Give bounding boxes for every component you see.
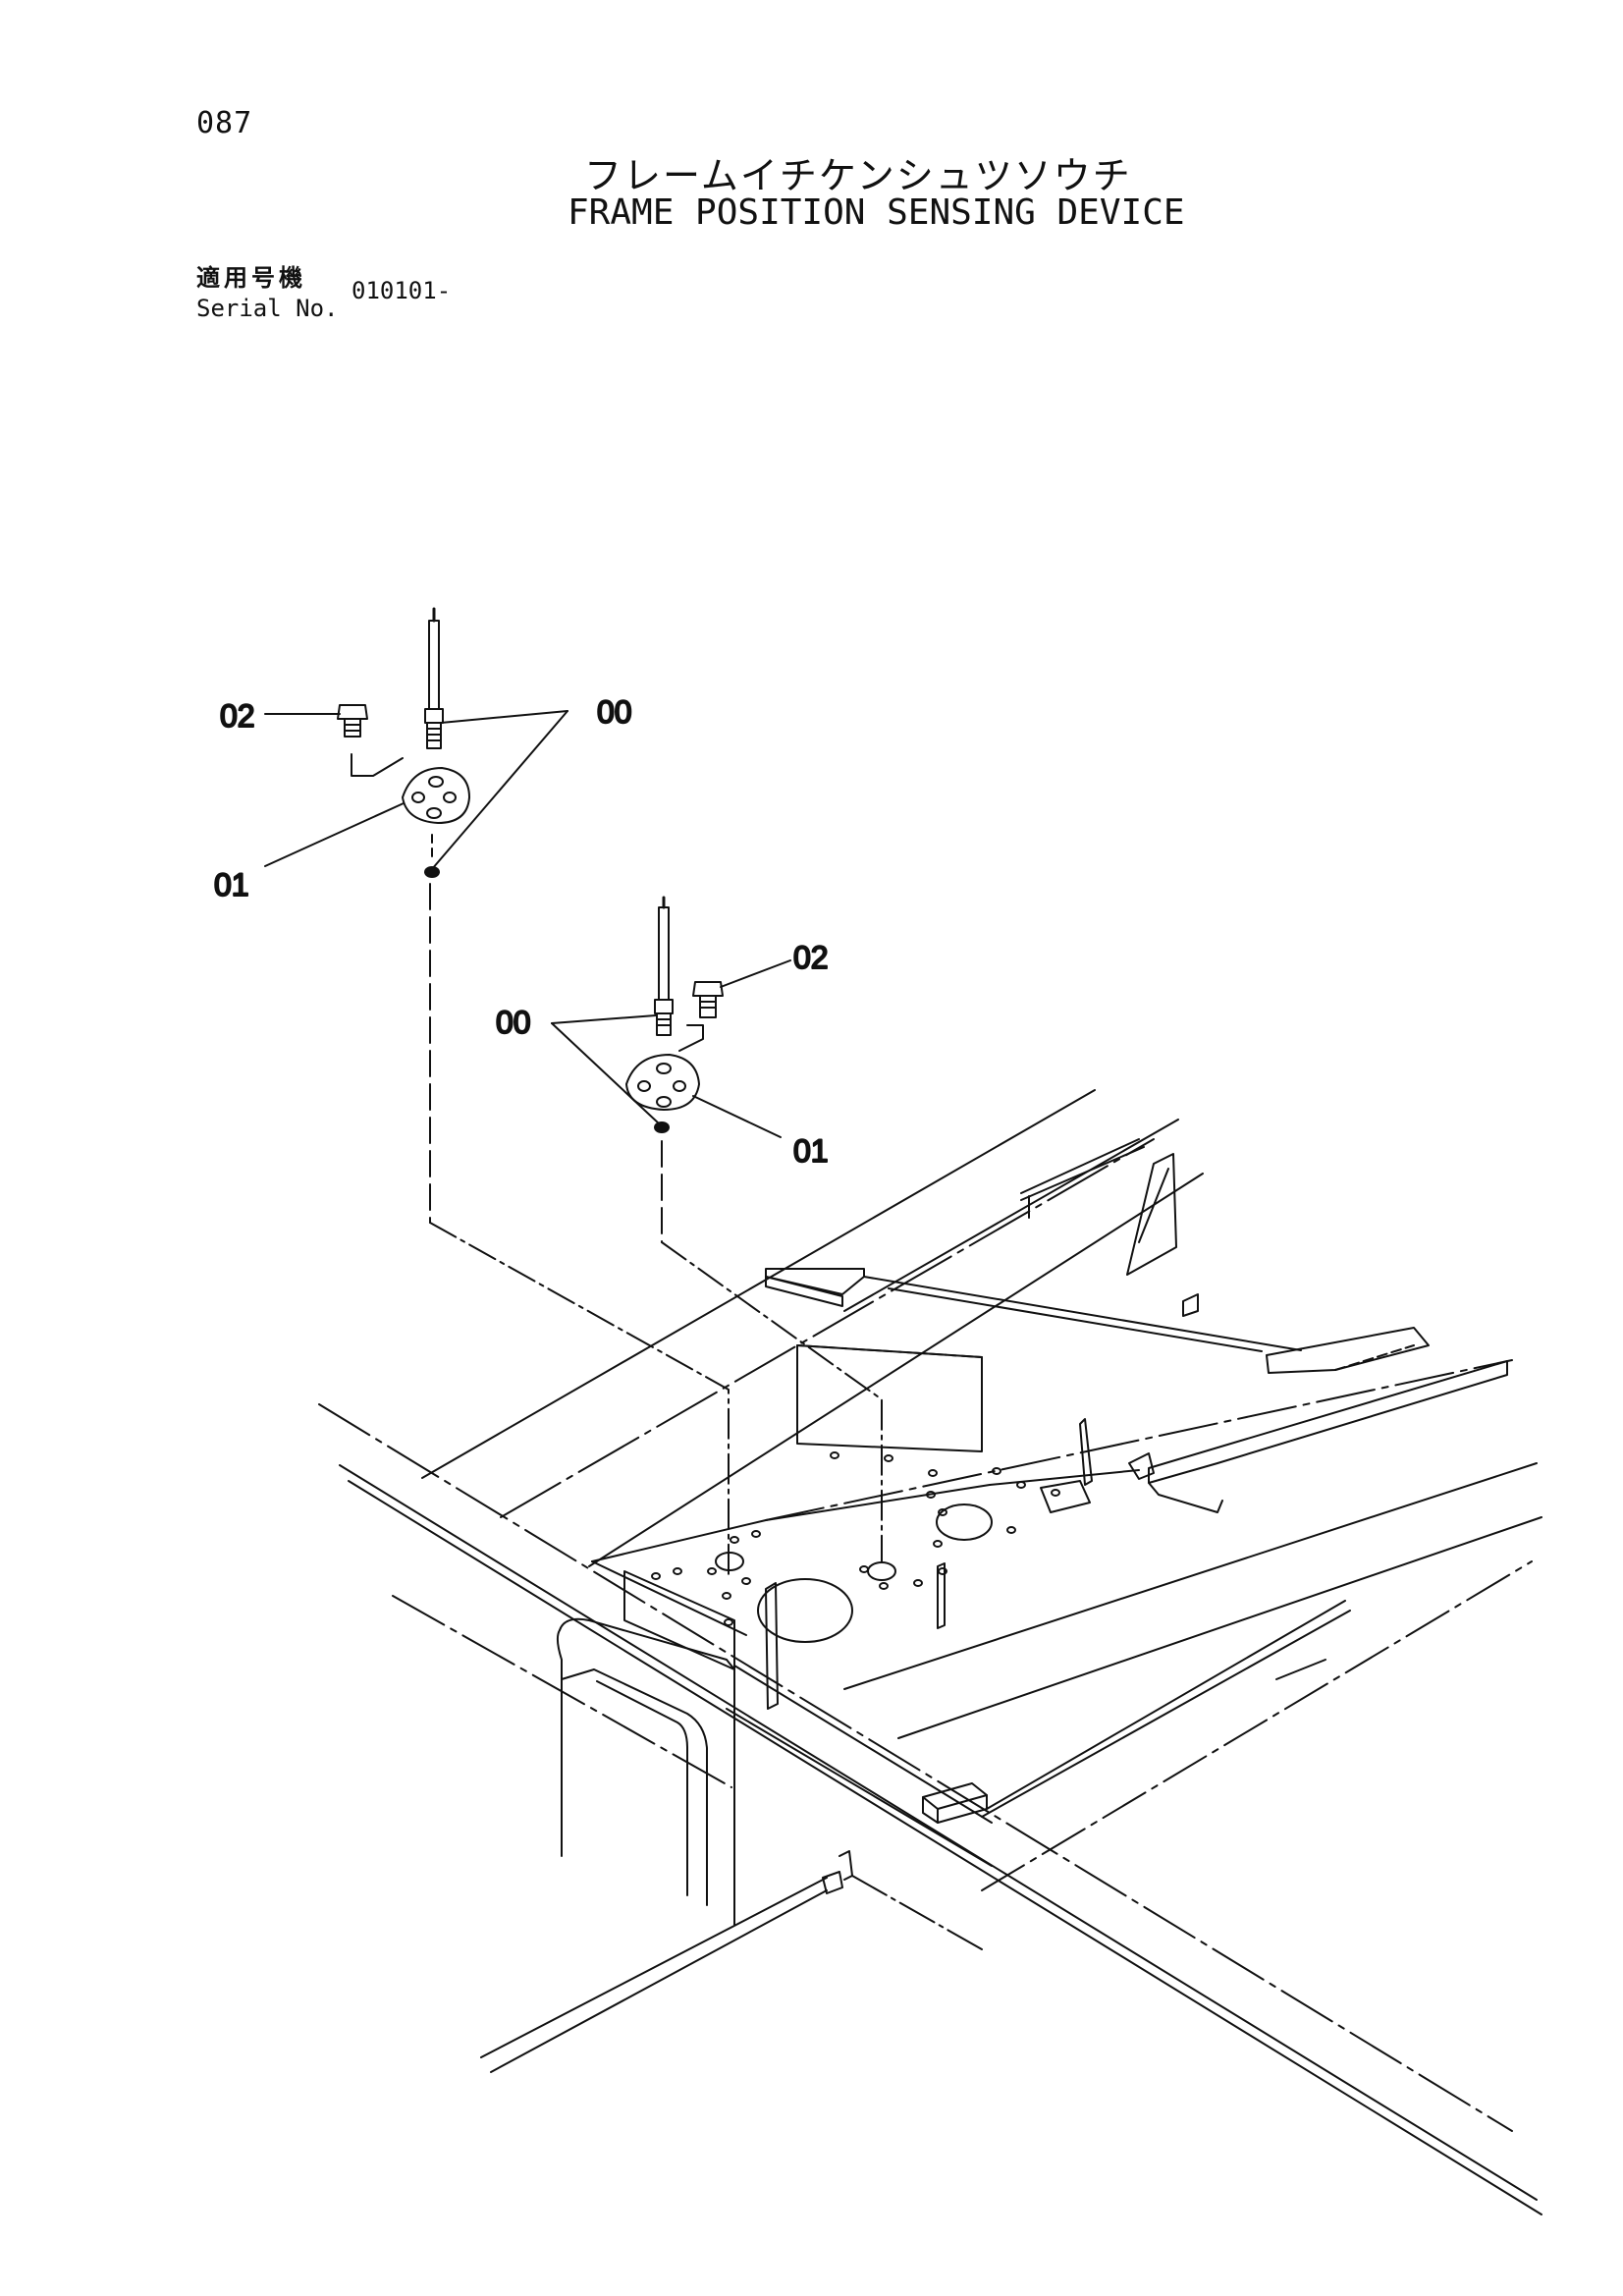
- upper-nut: [424, 866, 440, 878]
- callout-upper-02: 02: [220, 698, 255, 734]
- upper-proximity-sensor: [424, 607, 444, 749]
- serial-label-japanese: 適用号機: [196, 264, 306, 292]
- callout-upper-01: 01: [214, 867, 249, 902]
- title-english: FRAME POSITION SENSING DEVICE: [568, 192, 1185, 233]
- floor-holes: [651, 1451, 1060, 1643]
- callout-lower-00: 00: [496, 1005, 531, 1040]
- upper-bracket-plate: [402, 767, 470, 824]
- lower-bracket-plate: [625, 1054, 700, 1111]
- lower-bolt: [692, 959, 791, 1018]
- callout-lower-02: 02: [793, 940, 829, 975]
- title-japanese: フレームイチケンシュツソウチ: [584, 154, 1132, 197]
- lower-proximity-sensor: [654, 896, 674, 1036]
- frame-structure: [318, 1089, 1542, 2215]
- serial-number-value: 010101-: [352, 277, 452, 304]
- upper-sensor-assembly: [264, 607, 568, 1224]
- callout-upper-00: 00: [597, 694, 632, 730]
- lower-nut: [654, 1121, 670, 1133]
- callout-lower-01: 01: [793, 1133, 829, 1169]
- lower-sensor-assembly: [551, 896, 791, 1243]
- mounting-reference-lines: [429, 1222, 883, 1577]
- page-number: 087: [196, 106, 253, 140]
- upper-bolt: [264, 704, 368, 738]
- serial-label-english: Serial No.: [196, 295, 339, 322]
